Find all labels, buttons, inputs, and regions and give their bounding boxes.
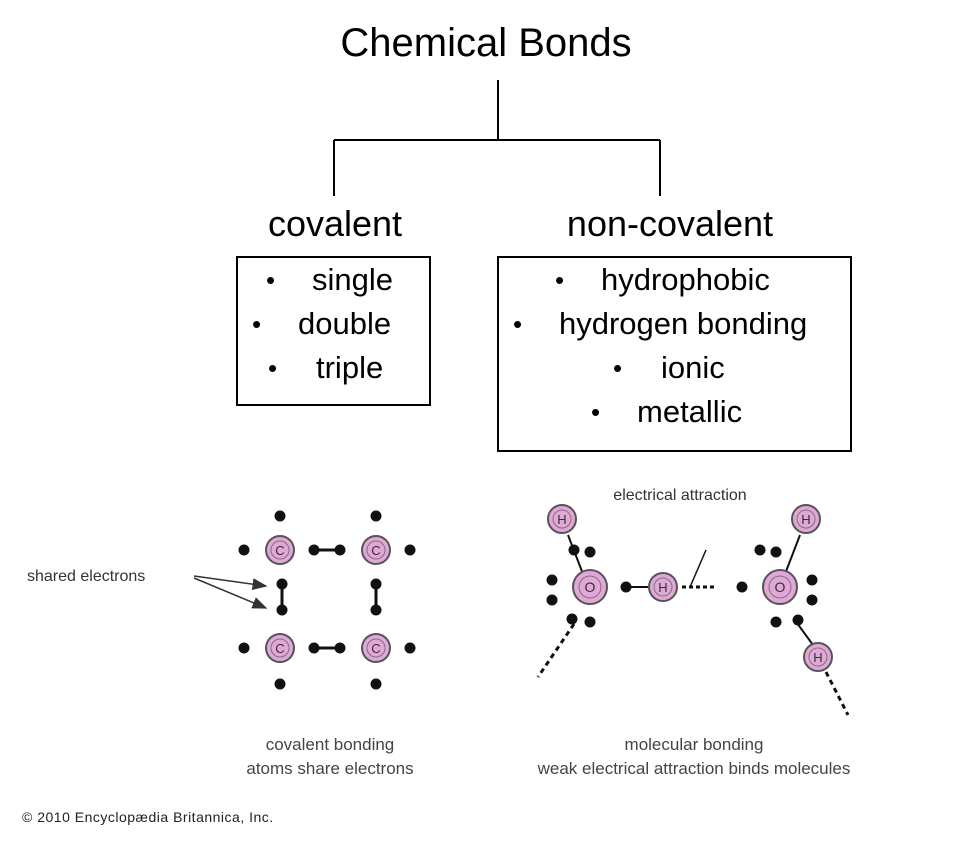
bond-type-label: double (298, 306, 392, 341)
noncovalent-heading: non-covalent (566, 203, 774, 244)
bullet-icon: • (591, 397, 601, 427)
svg-text:H: H (557, 512, 566, 527)
shared-electrons-label: shared electrons (27, 568, 145, 585)
oxygen-atom: O (572, 569, 608, 605)
bonding-illustration: C C C C (22, 487, 851, 825)
bullet-icon: • (268, 353, 278, 383)
covalent-heading: covalent (267, 203, 403, 244)
list-item-single: • single (238, 258, 429, 302)
svg-text:C: C (275, 543, 284, 558)
covalent-illustration: C C C C (27, 510, 416, 778)
bond-type-label: single (312, 262, 393, 297)
carbon-atom: C (361, 633, 391, 663)
electrical-attraction-label: electrical attraction (613, 487, 746, 504)
hydrogen-atom: H (547, 504, 577, 534)
list-item-hydrogen-bonding: • hydrogen bonding (499, 302, 850, 346)
svg-text:H: H (801, 512, 810, 527)
bond-type-label: ionic (661, 350, 725, 385)
bullet-icon: • (555, 265, 565, 295)
bond-type-label: hydrogen bonding (559, 306, 808, 341)
svg-text:H: H (658, 580, 667, 595)
electrons (238, 510, 416, 690)
list-item-double: • double (238, 302, 429, 346)
oxygen-atom: O (762, 569, 798, 605)
molecular-illustration: H O H O H H (537, 487, 851, 778)
svg-text:C: C (371, 543, 380, 558)
hydrogen-atom: H (791, 504, 821, 534)
svg-text:H: H (813, 650, 822, 665)
svg-text:O: O (585, 579, 596, 595)
svg-text:O: O (775, 579, 786, 595)
diagram-title: Chemical Bonds (340, 21, 632, 65)
covalent-caption-line1: covalent bonding (266, 735, 395, 754)
bond-type-label: metallic (637, 394, 743, 429)
molecular-caption-line1: molecular bonding (625, 735, 764, 754)
bullet-icon: • (513, 309, 523, 339)
electrons (546, 544, 818, 628)
covalent-caption-line2: atoms share electrons (246, 759, 413, 778)
hydrogen-atom: H (648, 572, 678, 602)
molecular-caption-line2: weak electrical attraction binds molecul… (537, 759, 851, 778)
tree-connectors (333, 80, 661, 196)
copyright-notice: © 2010 Encyclopædia Britannica, Inc. (22, 809, 274, 825)
bullet-icon: • (613, 353, 623, 383)
svg-text:C: C (371, 641, 380, 656)
carbon-atom: C (265, 535, 295, 565)
list-item-metallic: • metallic (499, 390, 850, 434)
list-item-hydrophobic: • hydrophobic (499, 258, 850, 302)
carbon-atom: C (265, 633, 295, 663)
svg-text:C: C (275, 641, 284, 656)
list-item-triple: • triple (238, 346, 429, 390)
list-item-ionic: • ionic (499, 346, 850, 390)
noncovalent-types-box: • hydrophobic • hydrogen bonding • ionic… (497, 256, 852, 452)
bond-type-label: triple (316, 350, 384, 385)
bullet-icon: • (266, 265, 276, 295)
bond-type-label: hydrophobic (601, 262, 770, 297)
bullet-icon: • (252, 309, 262, 339)
covalent-types-box: • single • double • triple (236, 256, 431, 406)
hydrogen-atom: H (803, 642, 833, 672)
carbon-atom: C (361, 535, 391, 565)
